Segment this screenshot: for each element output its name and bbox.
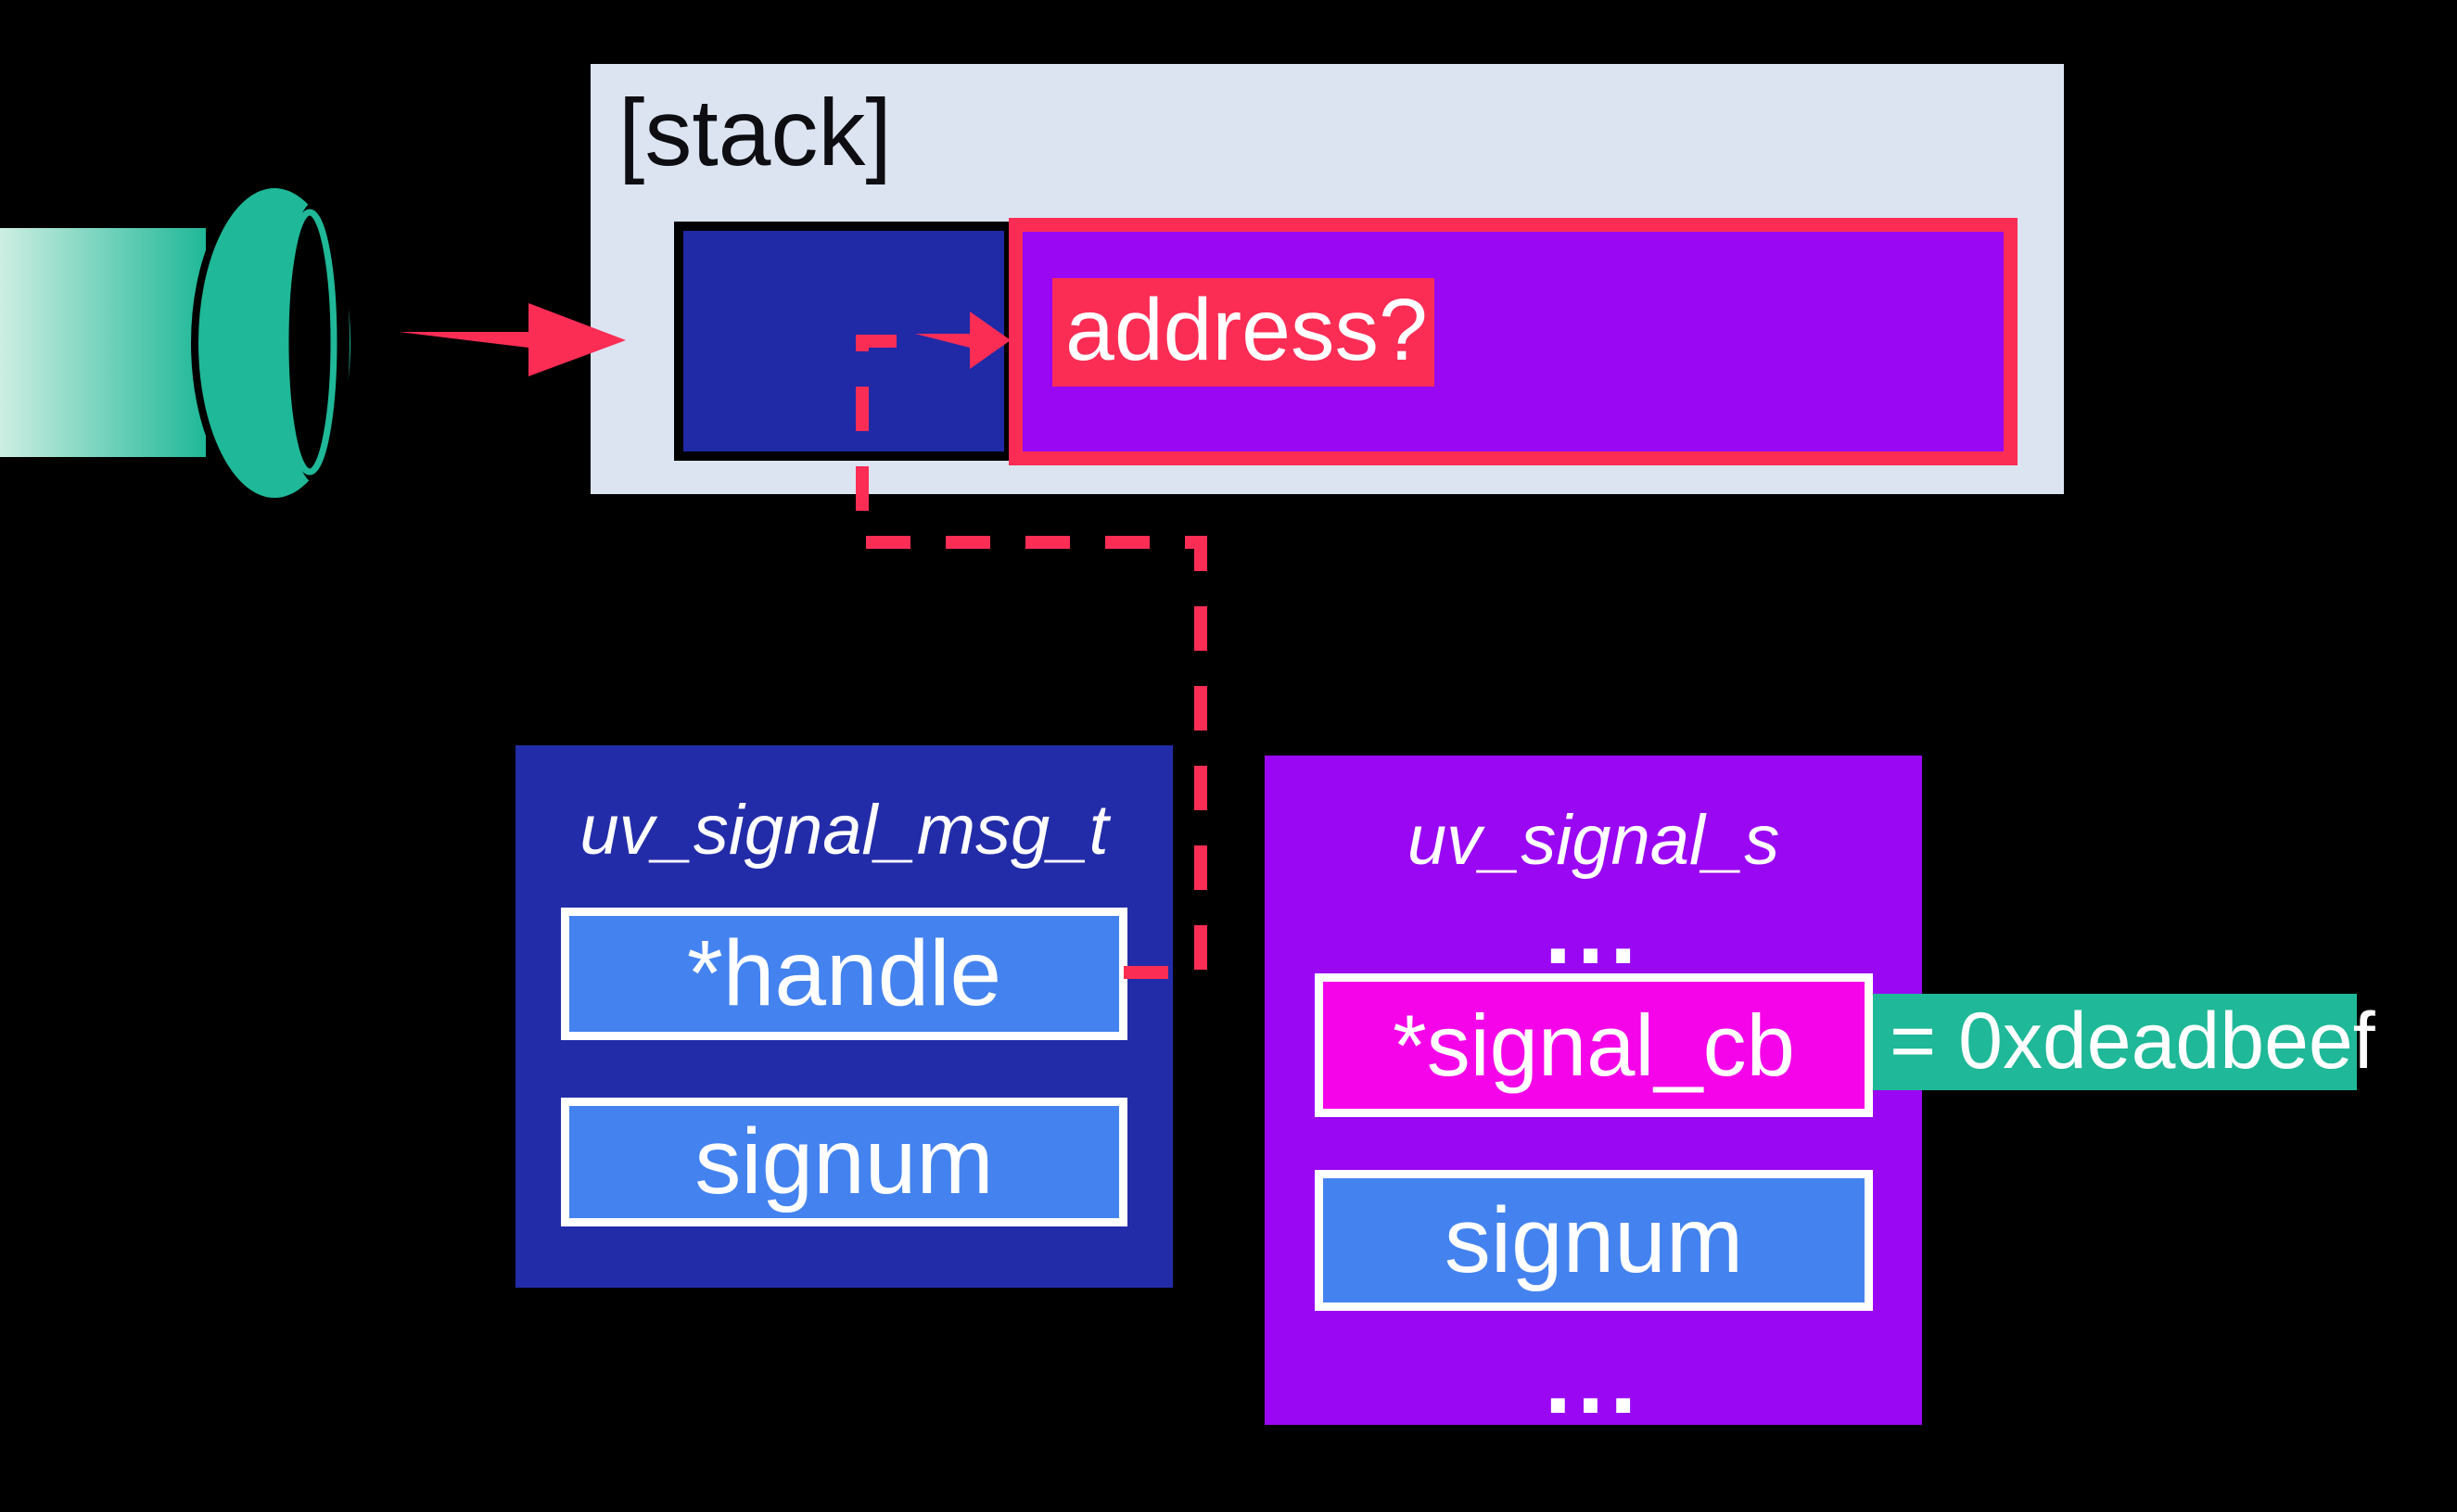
address-question-highlight: address? bbox=[1052, 278, 1434, 387]
ellipsis-bottom: ... bbox=[1544, 1326, 1643, 1434]
pipe-icon bbox=[0, 181, 358, 505]
uv-signal-msg-t-title: uv_signal_msg_t bbox=[579, 791, 1109, 870]
ellipsis-top: ... bbox=[1544, 876, 1643, 985]
stack-cell-navy bbox=[674, 222, 1013, 461]
signum-field: signum bbox=[561, 1098, 1127, 1226]
uv-signal-msg-t-box: uv_signal_msg_t *handle signum bbox=[516, 745, 1173, 1288]
cb-value-tag: = 0xdeadbeef bbox=[1873, 994, 2375, 1090]
uv-signal-s-box: uv_signal_s ... *signal_cb signum ... bbox=[1265, 756, 1922, 1434]
handle-field: *handle bbox=[561, 908, 1127, 1040]
stack-cell-purple: address? bbox=[1009, 218, 2018, 465]
signal-cb-field: *signal_cb bbox=[1315, 973, 1873, 1117]
stack-panel: [stack] address? bbox=[591, 64, 2064, 494]
uv-signal-s-title: uv_signal_s bbox=[1407, 801, 1780, 880]
signum-field: signum bbox=[1315, 1170, 1873, 1311]
stack-label: [stack] bbox=[618, 80, 892, 185]
